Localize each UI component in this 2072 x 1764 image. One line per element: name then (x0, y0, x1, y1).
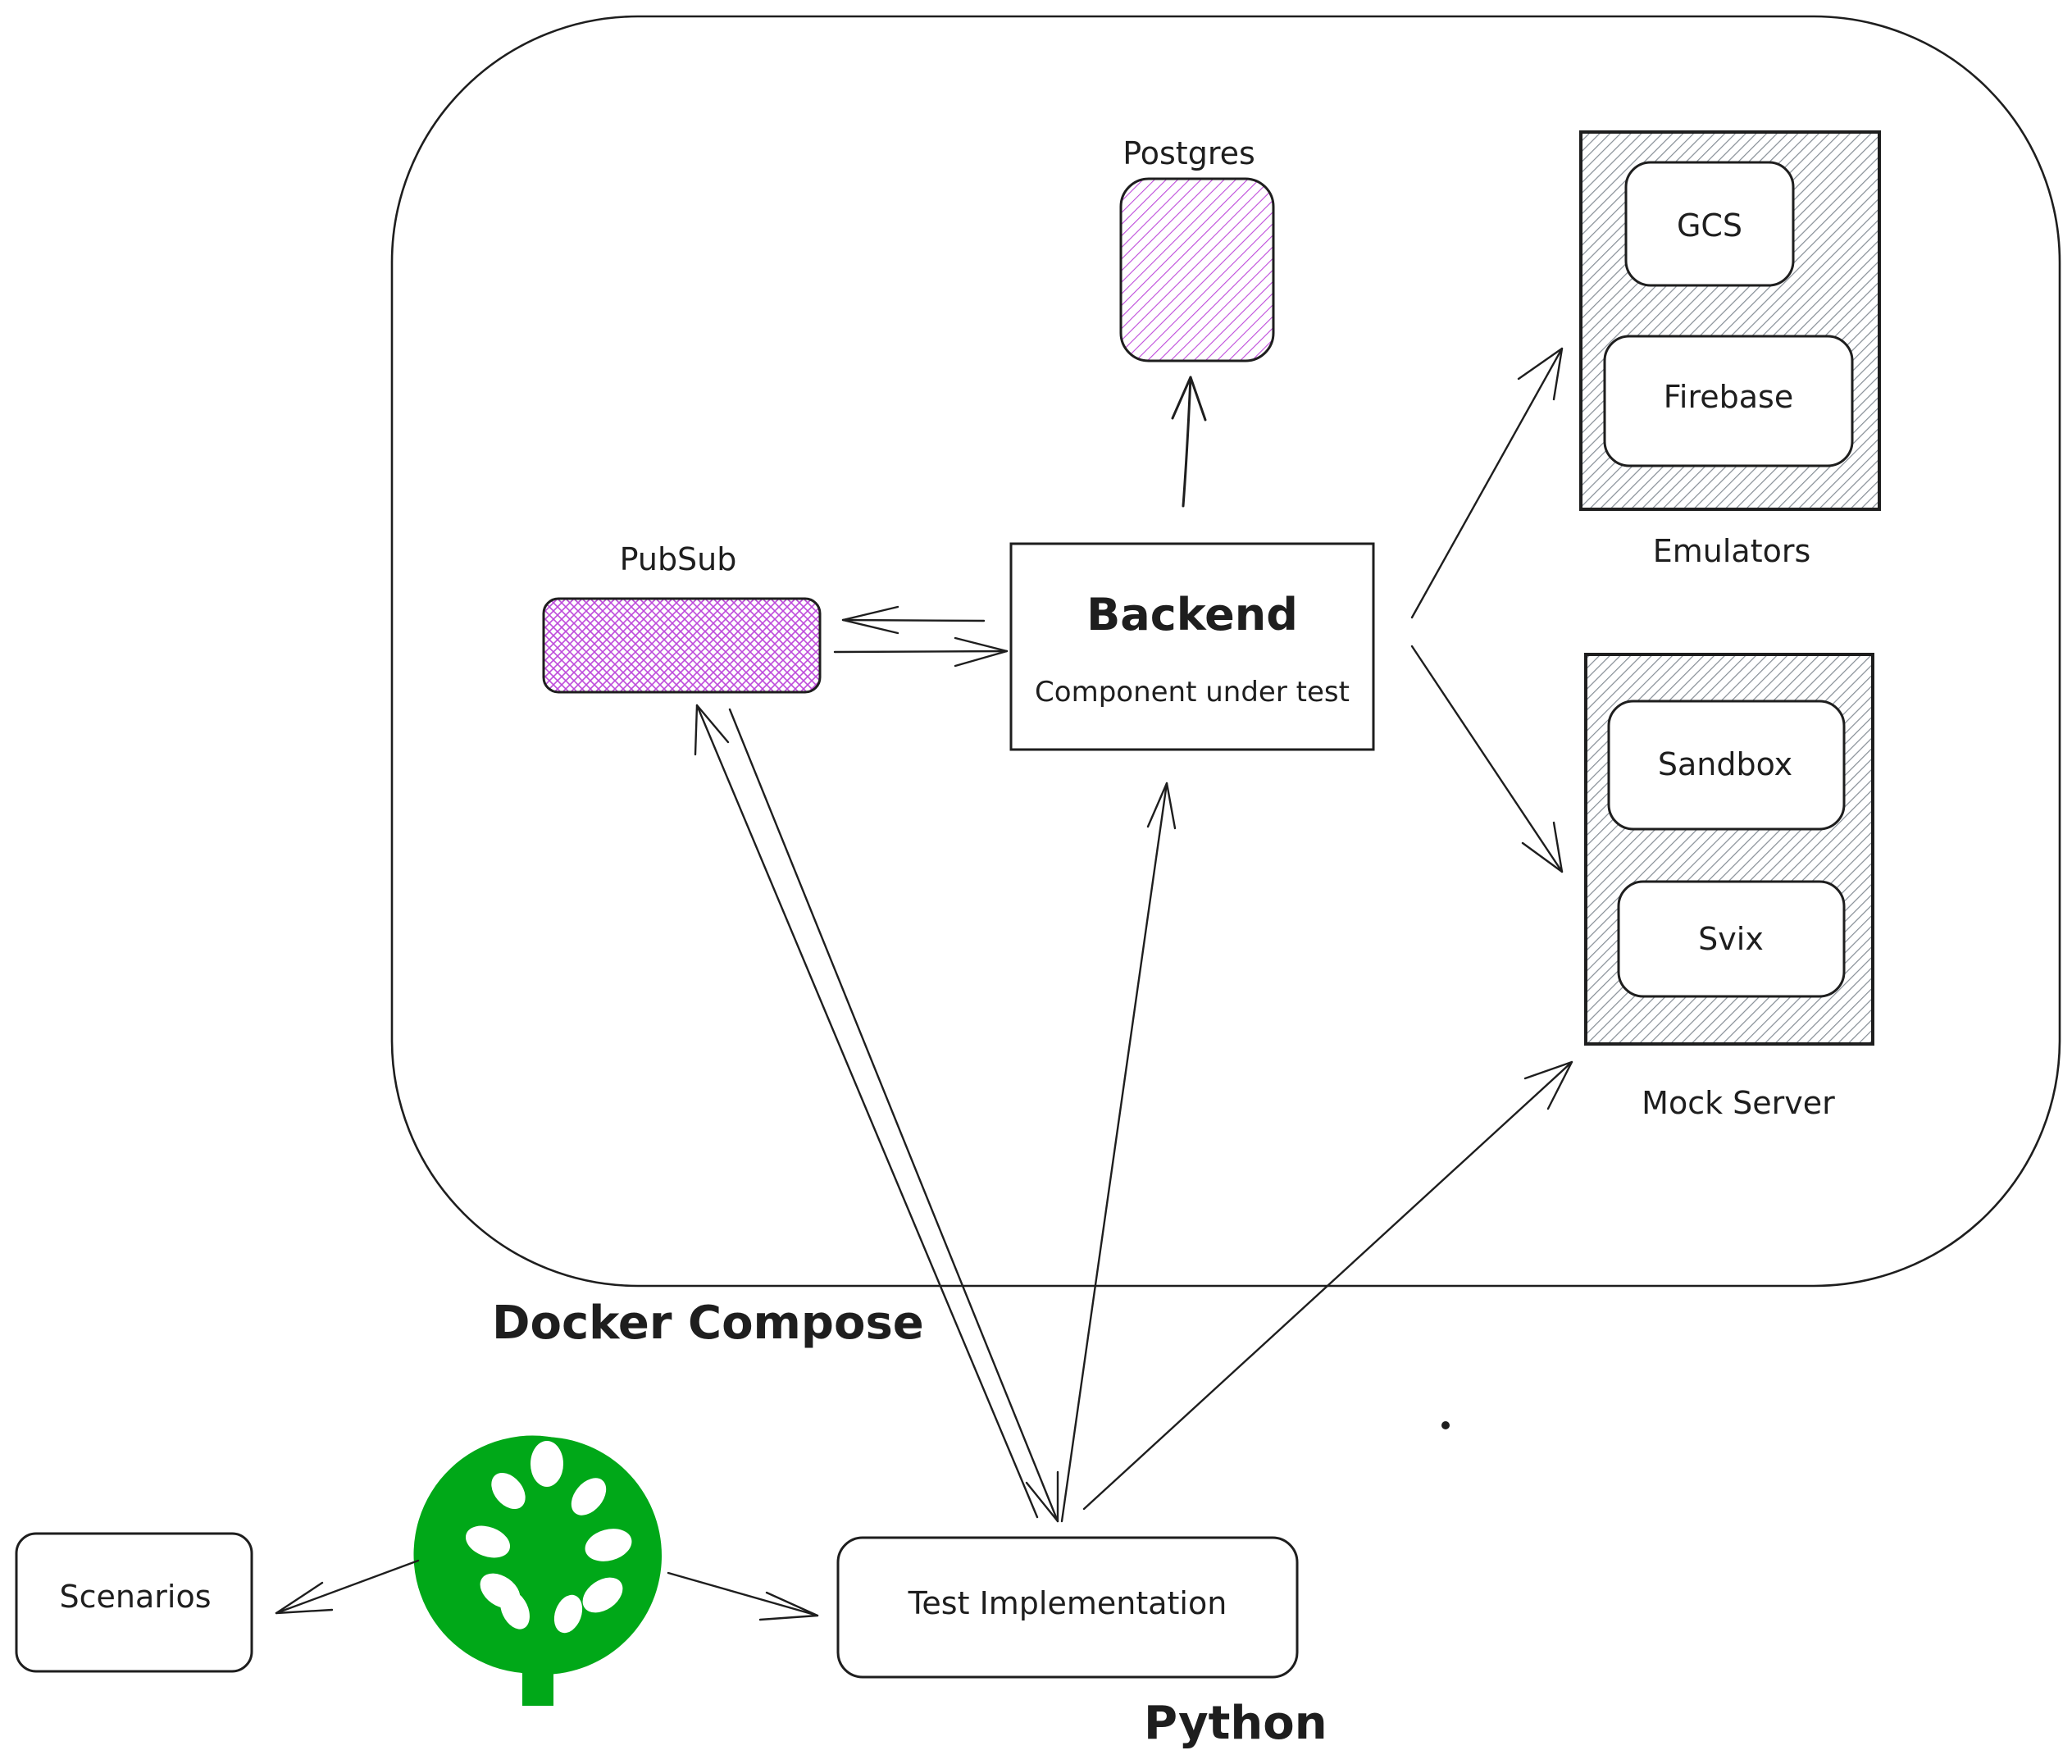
mock-svix-label: Svix (1698, 921, 1764, 957)
backend-title: Backend (1086, 589, 1298, 640)
backend-node (1009, 542, 1375, 751)
emulator-gcs-node (1624, 161, 1795, 287)
arrow-backend-to-emulators (1410, 347, 1564, 619)
mock-sandbox-label: Sandbox (1658, 746, 1792, 782)
pubsub-node (542, 597, 822, 694)
emulator-gcs-label: GCS (1677, 207, 1742, 244)
arrow-pubsub-to-backend (833, 636, 1009, 668)
arrow-test-to-backend (1060, 782, 1177, 1523)
arrow-backend-to-pubsub (841, 605, 986, 635)
postgres-label: Postgres (1123, 135, 1255, 171)
arrow-test-to-pubsub (694, 704, 1039, 1519)
backend-subtitle: Component under test (1035, 676, 1350, 709)
arrow-cucumber-to-scenarios (275, 1559, 420, 1615)
emulator-firebase-label: Firebase (1664, 379, 1793, 415)
stray-dot (1441, 1421, 1450, 1429)
cucumber-logo-icon (413, 1435, 662, 1706)
scenarios-node (15, 1532, 253, 1673)
test-implementation-node (836, 1536, 1299, 1679)
arrow-pubsub-to-test (728, 708, 1059, 1523)
arrow-backend-to-postgres (1171, 376, 1207, 508)
mock-server-label: Mock Server (1642, 1085, 1835, 1121)
mock-svix-node (1617, 880, 1846, 998)
emulator-firebase-node (1603, 335, 1854, 467)
pubsub-label: PubSub (620, 541, 737, 577)
scenarios-label: Scenarios (60, 1579, 212, 1615)
docker-compose-label: Docker Compose (492, 1297, 924, 1350)
postgres-node (1119, 177, 1275, 362)
docker-compose-boundary (390, 15, 2061, 1288)
arrow-backend-to-mock-server (1410, 645, 1564, 873)
emulators-label: Emulators (1653, 533, 1811, 569)
python-label: Python (1144, 1697, 1327, 1750)
arrow-cucumber-to-test (667, 1571, 819, 1621)
test-implementation-label: Test Implementation (908, 1585, 1227, 1621)
arrow-test-to-mock-server (1082, 1060, 1573, 1511)
mock-sandbox-node (1607, 700, 1846, 831)
